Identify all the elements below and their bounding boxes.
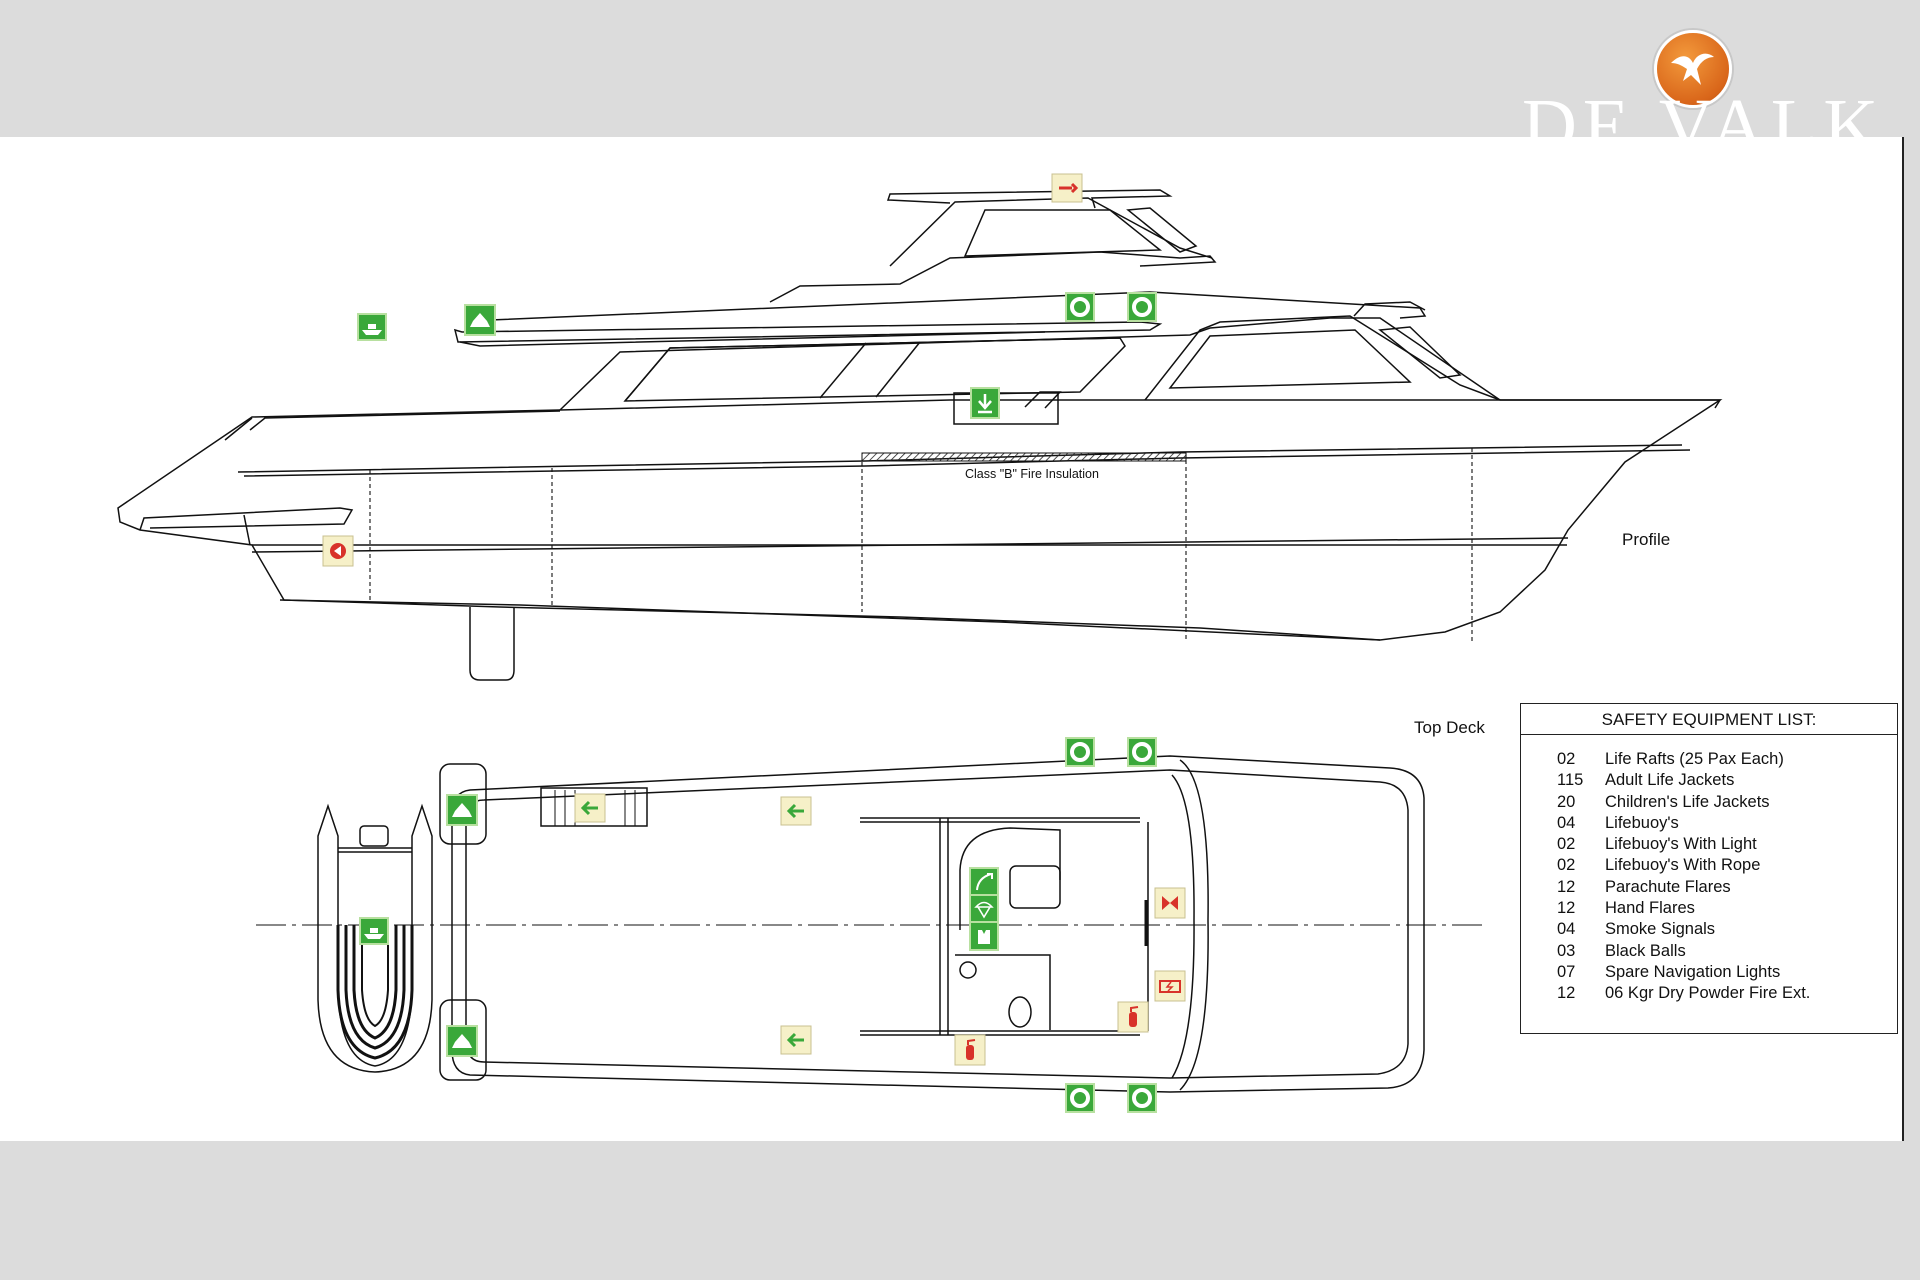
liferaft-icon <box>446 794 478 826</box>
sheet-border <box>1902 137 1904 1141</box>
lifebuoy-icon <box>1065 737 1095 767</box>
skeg <box>469 607 515 681</box>
lifebuoy-icon <box>1065 1083 1095 1113</box>
fire-alarm-icon <box>1154 970 1186 1002</box>
wheelhouse <box>1144 315 1501 401</box>
fire-extinguisher-icon <box>954 1034 986 1066</box>
fire-insulation-band <box>861 452 1187 462</box>
liferaft-canister-aft <box>439 999 487 1081</box>
main-deckhouse <box>559 317 1501 411</box>
exit-arrow-icon <box>574 793 606 823</box>
profile-label: Profile <box>1622 530 1671 549</box>
profile-view <box>117 189 1723 681</box>
fire-extinguisher-icon <box>1117 1001 1149 1033</box>
lifebuoy-icon <box>1127 737 1157 767</box>
exit-arrow-icon <box>780 796 812 826</box>
embarkation-ladder-icon <box>969 867 999 897</box>
top-deck-view <box>256 755 1485 1093</box>
lifejacket-icon <box>969 921 999 951</box>
brand-name: DE VALK <box>1522 88 1885 137</box>
table-title: SAFETY EQUIPMENT LIST: <box>1521 704 1897 735</box>
exit-arrow-icon <box>780 1025 812 1055</box>
stairway <box>540 787 648 827</box>
rescue-boat-icon <box>359 917 389 945</box>
rescue-boat-icon <box>357 313 387 341</box>
brand-logo <box>1654 30 1732 108</box>
flybridge <box>889 197 1213 267</box>
lifebuoy-icon <box>1127 1083 1157 1113</box>
seagull-logo-icon <box>1671 53 1714 85</box>
safety-symbols <box>322 173 1186 1113</box>
fire-damper-icon <box>1154 887 1186 919</box>
flare-icon <box>1051 173 1083 203</box>
top-deck-label: Top Deck <box>1414 718 1485 737</box>
exit-arrow-icon <box>970 387 1000 419</box>
flare-icon <box>322 535 354 567</box>
parachute-flare-icon <box>969 894 999 924</box>
fire-insulation-label: Class "B" Fire Insulation <box>965 467 1099 481</box>
lifebuoy-icon <box>1127 292 1157 322</box>
rescue-boat <box>317 803 433 1073</box>
liferaft-icon <box>464 304 496 336</box>
lifebuoy-icon <box>1065 292 1095 322</box>
hull-outline <box>117 399 1723 641</box>
liferaft-icon <box>446 1025 478 1057</box>
brand-wordmark: DE VALK <box>1522 88 1902 137</box>
liferaft-canister-fwd <box>439 763 487 845</box>
